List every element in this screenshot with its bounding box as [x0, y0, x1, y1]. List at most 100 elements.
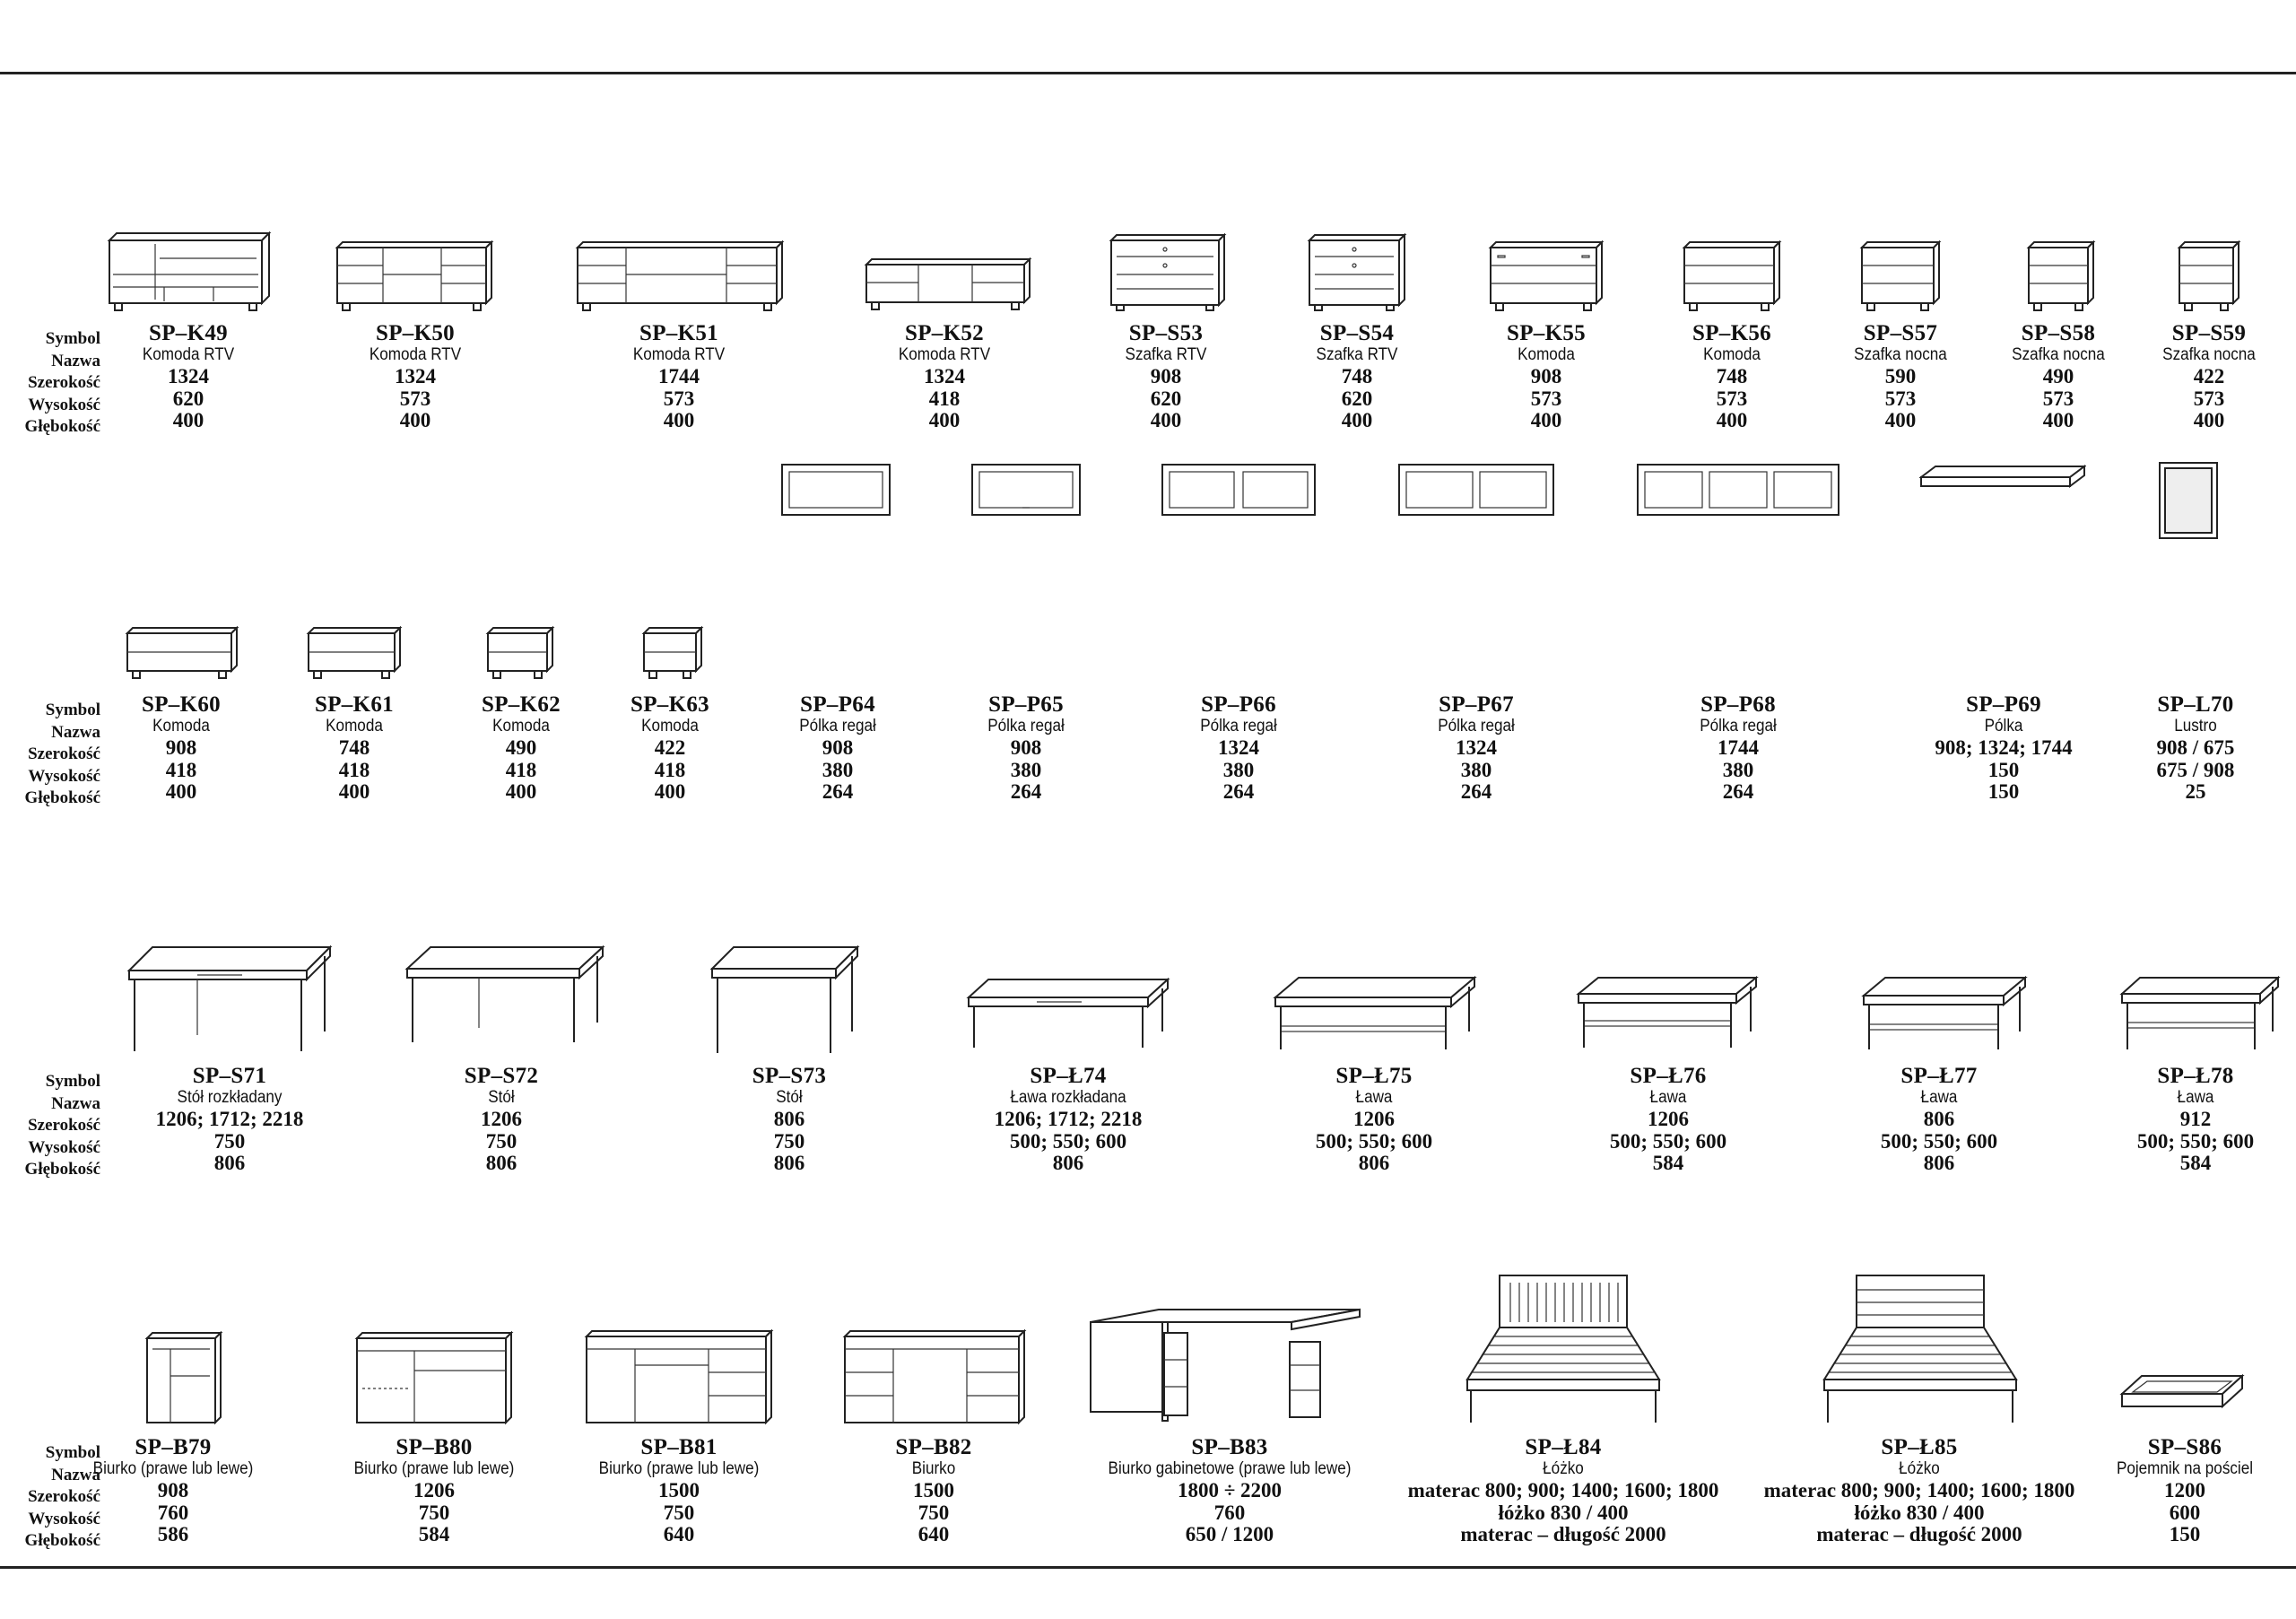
product-height: 750: [418, 1501, 450, 1524]
product-width: materac 800; 900; 1400; 1600; 1800: [1763, 1479, 2075, 1501]
product-sp-k51: SP–K51 Komoda RTV 1744 573 400: [580, 322, 778, 432]
product-height: łóżko 830 / 400: [1498, 1501, 1629, 1524]
dresser-k62-drawing: [485, 626, 555, 679]
coffee-table-l76-drawing: [1576, 976, 1759, 1048]
product-symbol: SP–B80: [396, 1435, 473, 1459]
product-depth: 806: [213, 1152, 246, 1174]
product-depth: 400: [165, 780, 197, 803]
product-name: Szafka nocna: [1854, 345, 1947, 364]
product-sp-s72: SP–S72 Stół 1206 750 806: [403, 1065, 600, 1175]
product-symbol: SP–K63: [631, 692, 709, 717]
product-width: 1200: [2164, 1479, 2205, 1501]
tv-unit-s54-drawing: [1307, 233, 1407, 311]
product-height: 573: [2042, 387, 2074, 410]
product-width: 908: [822, 736, 854, 759]
nightstand-s59-drawing: [2177, 240, 2241, 311]
product-name: Pólka regał: [1200, 717, 1277, 736]
product-width: 1206: [413, 1479, 455, 1501]
product-sp-s73: SP–S73 Stół 806 750 806: [691, 1065, 888, 1175]
product-name: Szafka nocna: [2012, 345, 2105, 364]
product-height: 750: [773, 1129, 805, 1153]
product-width: 908: [1150, 365, 1182, 387]
product-sp-k63: SP–K63 Komoda 422 418 400: [571, 693, 769, 804]
product-width: 1206: [1648, 1108, 1689, 1130]
product-depth: 400: [399, 409, 431, 431]
bottom-rule: [0, 1566, 2296, 1569]
dresser-k61-drawing: [306, 626, 403, 679]
product-symbol: SP–K50: [376, 321, 455, 345]
product-symbol: SP–Ł85: [1881, 1435, 1958, 1459]
product-symbol: SP–S59: [2171, 321, 2247, 345]
row-labels-2: Symbol Nazwa Szerokość Wysokość Głębokoś…: [0, 700, 100, 810]
product-symbol: SP–B79: [135, 1435, 212, 1459]
product-name: Pojemnik na pościel: [2116, 1459, 2254, 1478]
product-name: Komoda: [152, 717, 210, 736]
product-width: 908; 1324; 1744: [1935, 736, 2073, 759]
product-name: Pólka regał: [799, 717, 876, 736]
bed-l85-drawing: [1822, 1275, 2018, 1423]
product-width: 908: [157, 1479, 189, 1501]
product-height: 750: [485, 1129, 517, 1153]
product-depth: 150: [2169, 1523, 2201, 1545]
product-width: 1800 ÷ 2200: [1177, 1479, 1283, 1501]
product-height: 573: [2193, 387, 2225, 410]
product-width: 1324: [924, 365, 965, 387]
product-name: Ława: [2177, 1088, 2214, 1107]
wall-shelf-p67-drawing: [1398, 464, 1554, 516]
product-width: 590: [1884, 365, 1917, 387]
product-width: 1206: [481, 1108, 522, 1130]
dresser-k63-drawing: [641, 626, 704, 679]
product-width: 806: [773, 1108, 805, 1130]
product-sp-b81: SP–B81 Biurko (prawe lub lewe) 1500 750 …: [580, 1436, 778, 1546]
product-height: 573: [663, 387, 695, 410]
product-name: Ława rozkładana: [1010, 1088, 1126, 1107]
extending-coffee-table-l74-drawing: [966, 978, 1170, 1048]
product-symbol: SP–S58: [2021, 321, 2096, 345]
product-symbol: SP–Ł76: [1630, 1064, 1707, 1088]
product-width: 1206; 1712; 2218: [155, 1108, 304, 1130]
label-name: Nazwa: [51, 1093, 100, 1113]
product-sp-s71: SP–S71 Stół rozkładany 1206; 1712; 2218 …: [131, 1065, 328, 1175]
product-name: Komoda: [326, 717, 383, 736]
product-width: 748: [1716, 365, 1748, 387]
product-name: Komoda: [641, 717, 699, 736]
product-height: 573: [1716, 387, 1748, 410]
product-name: Stół: [488, 1088, 515, 1107]
product-height: 380: [1460, 758, 1492, 781]
product-symbol: SP–Ł75: [1335, 1064, 1413, 1088]
product-name: Biurko (prawe lub lewe): [92, 1459, 254, 1478]
label-depth: Głębokość: [24, 1160, 100, 1179]
product-sp-k52: SP–K52 Komoda RTV 1324 418 400: [846, 322, 1043, 432]
label-height: Wysokość: [28, 395, 100, 414]
product-name: Biurko: [911, 1459, 956, 1478]
label-height: Wysokość: [28, 1509, 100, 1528]
product-height: 760: [1213, 1501, 1246, 1524]
product-height: 573: [1530, 387, 1562, 410]
row-labels-3: Symbol Nazwa Szerokość Wysokość Głębokoś…: [0, 1071, 100, 1181]
product-depth: 650 / 1200: [1185, 1523, 1274, 1545]
product-name: Szafka RTV: [1316, 345, 1398, 364]
mirror-l70-drawing: [2159, 462, 2218, 539]
product-name: Łóżko: [1543, 1459, 1584, 1478]
product-height: 500; 550; 600: [1009, 1129, 1127, 1153]
product-width: 1500: [658, 1479, 700, 1501]
product-name: Pólka regał: [1700, 717, 1777, 736]
product-width: 422: [2193, 365, 2225, 387]
product-width: 908: [1530, 365, 1562, 387]
product-width: 1206; 1712; 2218: [994, 1108, 1143, 1130]
desk-b81-drawing: [584, 1329, 774, 1425]
product-height: 380: [822, 758, 854, 781]
product-symbol: SP–P64: [800, 692, 875, 717]
label-symbol: Symbol: [45, 1072, 100, 1091]
product-depth: 400: [1884, 409, 1917, 431]
product-symbol: SP–Ł74: [1030, 1064, 1107, 1088]
product-height: 620: [172, 387, 204, 410]
product-depth: 806: [1052, 1152, 1084, 1174]
executive-desk-b83-drawing: [1090, 1308, 1361, 1422]
product-depth: 25: [2185, 780, 2206, 803]
product-height: 418: [928, 387, 961, 410]
product-depth: 584: [418, 1523, 450, 1545]
product-height: 500; 550; 600: [1315, 1129, 1433, 1153]
tv-cabinet-k49-drawing: [107, 231, 272, 311]
product-sp-b80: SP–B80 Biurko (prawe lub lewe) 1206 750 …: [335, 1436, 533, 1546]
